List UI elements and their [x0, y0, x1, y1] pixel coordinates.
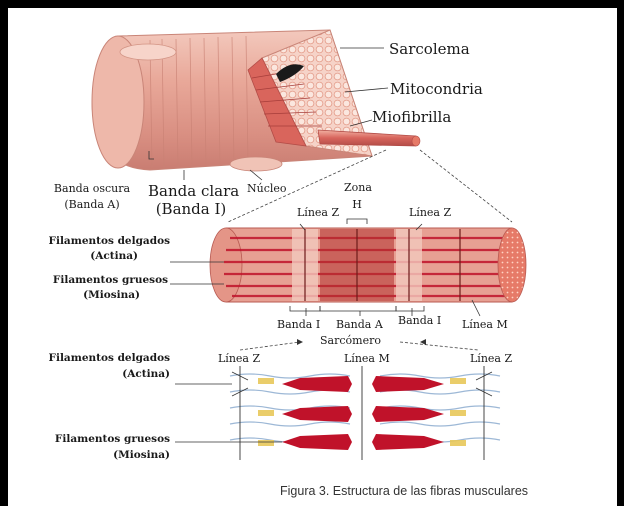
sarcomere-filaments — [175, 366, 500, 460]
label-linea-z-bottom-left: Línea Z — [218, 352, 260, 365]
label-sarcolema: Sarcolema — [389, 40, 470, 58]
label-banda-i-right: Banda I — [398, 314, 441, 327]
label-actina-top: (Actina) — [42, 250, 138, 262]
label-linea-m-bottom: Línea M — [344, 352, 390, 365]
label-banda-clara: Banda clara — [148, 182, 234, 200]
label-filamentos-delgados-top: Filamentos delgados — [42, 235, 170, 247]
label-miofibrilla: Miofibrilla — [372, 108, 451, 126]
label-banda-i-left: Banda I — [277, 318, 320, 331]
label-actina-bottom: (Actina) — [42, 368, 170, 380]
figure-caption: Figura 3. Estructura de las fibras muscu… — [280, 484, 528, 498]
label-filamentos-gruesos-bottom: Filamentos gruesos — [42, 433, 170, 445]
label-filamentos-gruesos-top: Filamentos gruesos — [42, 274, 168, 286]
label-filamentos-delgados-bottom: Filamentos delgados — [42, 352, 170, 364]
label-banda-i-paren: (Banda I) — [148, 200, 234, 218]
label-miosina-top: (Miosina) — [42, 289, 140, 301]
label-linea-m-middle: Línea M — [462, 318, 508, 331]
label-zona: Zona — [344, 181, 370, 194]
label-linea-z-bottom-right: Línea Z — [470, 352, 512, 365]
label-sarcomero: Sarcómero — [320, 334, 381, 347]
label-mitocondria: Mitocondria — [390, 80, 483, 98]
label-banda-a-paren: (Banda A) — [52, 198, 132, 211]
label-miosina-bottom: (Miosina) — [42, 449, 170, 461]
label-h: H — [350, 198, 364, 211]
label-banda-a: Banda A — [336, 318, 383, 331]
label-linea-z-top-left: Línea Z — [297, 206, 339, 219]
label-linea-z-top-right: Línea Z — [409, 206, 451, 219]
label-banda-oscura: Banda oscura — [52, 182, 132, 195]
label-nucleo: Núcleo — [247, 182, 287, 195]
